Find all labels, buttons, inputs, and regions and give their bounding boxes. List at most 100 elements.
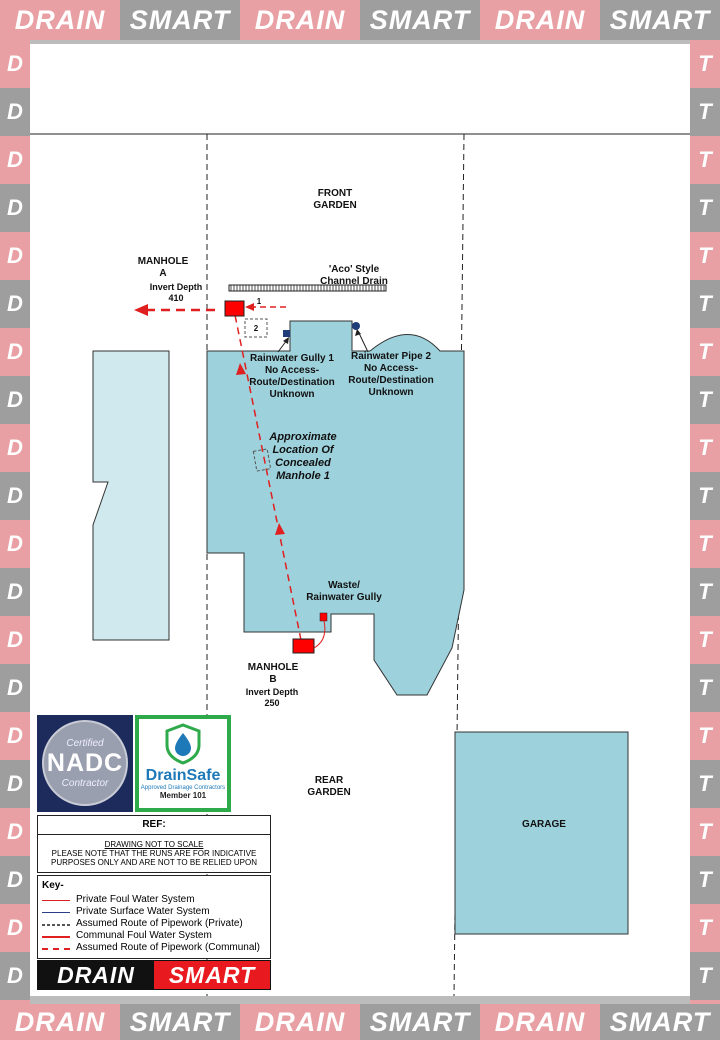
key-label: Assumed Route of Pipework (Communal) [76,942,260,953]
drainsafe-subtitle: Approved Drainage Contractors [140,785,226,791]
rainwater-pipe-2-label: Rainwater Pipe 2 No Access- Route/Destin… [348,351,434,398]
aco-drain-label: 'Aco' Style Channel Drain [320,264,388,287]
house-footprint [206,320,465,696]
brand-word-1: DRAIN [38,961,154,989]
drainsmart-logo: DRAIN SMART [37,960,271,990]
key-swatch-2 [42,924,70,926]
watermark-glyph: T [690,760,720,808]
nadc-main-text: NADC [46,748,124,777]
watermark-glyph: D [0,1000,30,1004]
manhole-b-cover [292,638,315,654]
watermark-glyph: T [690,616,720,664]
rear-garden-label: REAR GARDEN [307,775,351,798]
watermark-word: SMART [600,1004,720,1040]
legend-key-box: Key- Private Foul Water System Private S… [37,875,271,959]
manhole-b-depth: Invert Depth 250 [245,687,299,708]
nadc-certified-text: Certified [66,737,104,749]
watermark-glyph: D [0,664,30,712]
key-swatch-0 [42,900,70,901]
watermark-glyph: D [0,40,30,88]
key-label: Assumed Route of Pipework (Private) [76,918,243,929]
pipe2-leader [357,330,369,353]
watermark-glyph: T [690,40,720,88]
key-item: Communal Foul Water System [38,930,272,943]
aco-channel-drain [228,284,387,292]
ref-label: REF: [38,816,270,835]
watermark-glyph: D [0,808,30,856]
watermark-glyph: D [0,328,30,376]
watermark-glyph: T [690,664,720,712]
key-item: Private Surface Water System [38,906,272,919]
watermark-glyph: D [0,136,30,184]
watermark-glyph: D [0,760,30,808]
watermark-glyph: D [0,904,30,952]
watermark-glyph: T [690,712,720,760]
aco-channel-hatching [230,285,385,291]
drainsafe-member: Member 101 [159,791,207,800]
manhole-b-label: MANHOLE B [247,662,299,685]
watermark-glyph: D [0,184,30,232]
watermark-glyph: D [0,568,30,616]
manhole-a-cover [224,300,245,317]
pipe2-leader-arrow [355,329,361,336]
watermark-side-left: DDDDDDDDDDDDDDDDDDDDD [0,40,30,1004]
key-swatch-3 [42,936,70,938]
watermark-glyph: T [690,520,720,568]
brand-word-2: SMART [154,961,270,989]
watermark-glyph: T [690,184,720,232]
run-1-number: 1 [256,297,262,306]
drainsafe-name: DrainSafe [145,767,221,784]
nadc-contractor-text: Contractor [61,777,109,789]
chamber-2-number: 2 [253,324,259,333]
watermark-glyph: T [690,472,720,520]
manhole-a-label: MANHOLE A [137,256,189,279]
watermark-glyph: T [690,232,720,280]
reference-notes-box: REF: DRAWING NOT TO SCALE PLEASE NOTE TH… [37,815,271,873]
watermark-glyph: T [690,568,720,616]
key-item: Assumed Route of Pipework (Private) [38,918,272,931]
watermark-glyph: D [0,712,30,760]
key-item: Assumed Route of Pipework (Communal) [38,942,272,955]
watermark-glyph: D [0,472,30,520]
gully1-leader-arrow [283,337,289,344]
concealed-manhole-label: Approximate Location Of Concealed Manhol… [269,431,337,482]
private-run-b-to-a [234,314,302,641]
watermark-glyph: T [690,328,720,376]
watermark-word: DRAIN [480,0,600,40]
watermark-word: SMART [120,0,240,40]
manhole-a-depth: Invert Depth 410 [149,282,203,303]
neighbour-building [92,350,170,641]
watermark-glyph: T [690,904,720,952]
waste-gully-connection [313,620,326,649]
drainsafe-logo: DrainSafe Approved Drainage Contractors … [135,715,231,812]
watermark-word: DRAIN [240,1004,360,1040]
watermark-glyph: D [0,856,30,904]
watermark-glyph: D [0,280,30,328]
key-label: Communal Foul Water System [76,930,212,941]
rainwater-gully-1-label: Rainwater Gully 1 No Access- Route/Desti… [249,353,335,400]
watermark-word: DRAIN [240,0,360,40]
watermark-glyph: D [0,88,30,136]
watermark-word: SMART [120,1004,240,1040]
communal-outlet-arrow [134,304,148,316]
rainwater-pipe-2 [352,322,360,330]
watermark-glyph: T [690,856,720,904]
watermark-glyph: D [0,424,30,472]
run-1-arrow [245,303,254,311]
watermark-glyph: D [0,520,30,568]
concealed-manhole-1-marker [252,448,272,472]
watermark-glyph: D [0,952,30,1000]
disclaimer-note: PLEASE NOTE THAT THE RUNS ARE FOR INDICA… [51,849,257,867]
inspection-chamber-2 [244,318,268,338]
waste-gully-label: Waste/ Rainwater Gully [306,580,382,603]
watermark-word: SMART [360,0,480,40]
watermark-word: DRAIN [0,1004,120,1040]
run-arrow-upper [236,363,246,375]
watermark-glyph: D [0,616,30,664]
key-label: Private Foul Water System [76,894,195,905]
watermark-glyph: T [690,376,720,424]
front-garden-label: FRONT GARDEN [313,188,357,211]
watermark-glyph: T [690,952,720,1000]
